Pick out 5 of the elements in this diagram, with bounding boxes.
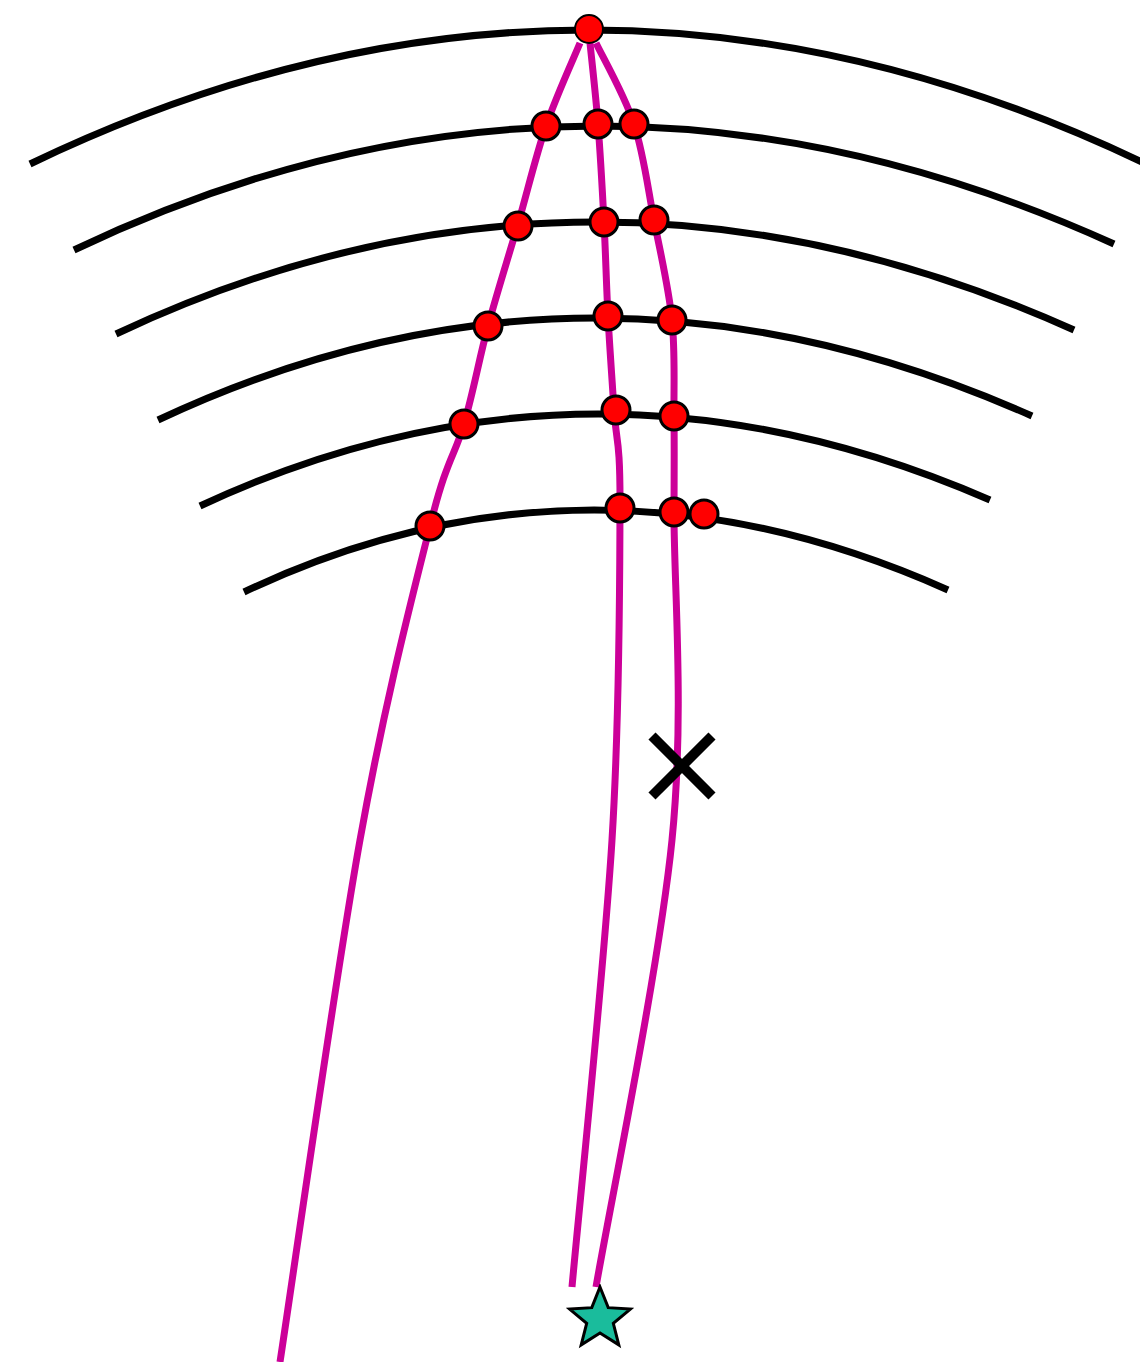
ray-path xyxy=(592,41,682,1288)
ray-path xyxy=(568,42,624,1288)
source-point xyxy=(573,13,603,43)
ray-path xyxy=(276,41,584,1362)
star-icon xyxy=(566,1283,634,1349)
